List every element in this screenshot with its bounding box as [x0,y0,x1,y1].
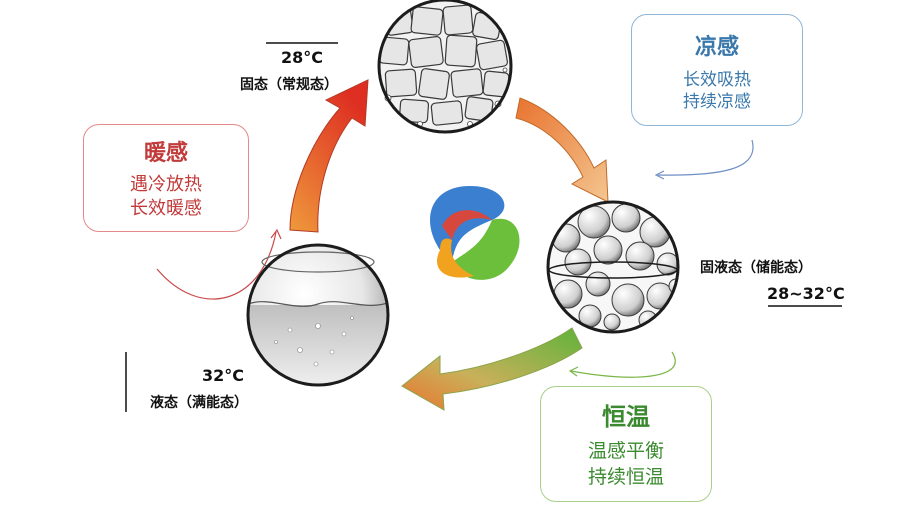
cool-card: 凉感 长效吸热 持续凉感 [631,14,803,126]
liquid-state-label: 液态（满能态） [150,395,248,411]
solid-state-label: 固态（常规态） [240,77,338,93]
thin-arrow-cool [654,139,754,180]
arrow-solid-to-mixed [515,97,609,203]
bubble-sphere-icon [546,200,680,334]
thin-arrow-const [568,351,676,378]
tri-color-knot-icon [430,186,520,280]
mixed-state-label: 固液态（储能态） [700,260,812,276]
warm-card-line-2: 长效暖感 [130,198,202,219]
cool-card-line-1: 长效吸热 [683,70,751,90]
thin-arrow-warm [156,228,282,300]
warm-card: 暖感 遇冷放热 长效暖感 [83,124,249,232]
cool-card-title: 凉感 [694,35,739,60]
constant-card-line-1: 温感平衡 [587,440,664,462]
cool-card-line-2: 持续凉感 [683,92,751,112]
constant-card: 恒温 温感平衡 持续恒温 [540,386,712,502]
ice-crystal-sphere-icon [377,0,513,134]
arrow-liquid-to-solid [289,79,369,233]
warm-card-title: 暖感 [143,141,188,166]
arrow-mixed-to-liquid [401,327,583,411]
liquid-temperature: 32°C [202,366,245,385]
constant-card-line-2: 持续恒温 [587,466,664,488]
constant-card-title: 恒温 [602,403,650,431]
warm-card-line-1: 遇冷放热 [130,174,202,195]
liquid-sphere-icon [246,243,390,387]
solid-temperature: 28°C [281,48,324,67]
mixed-temperature: 28~32°C [767,284,845,303]
